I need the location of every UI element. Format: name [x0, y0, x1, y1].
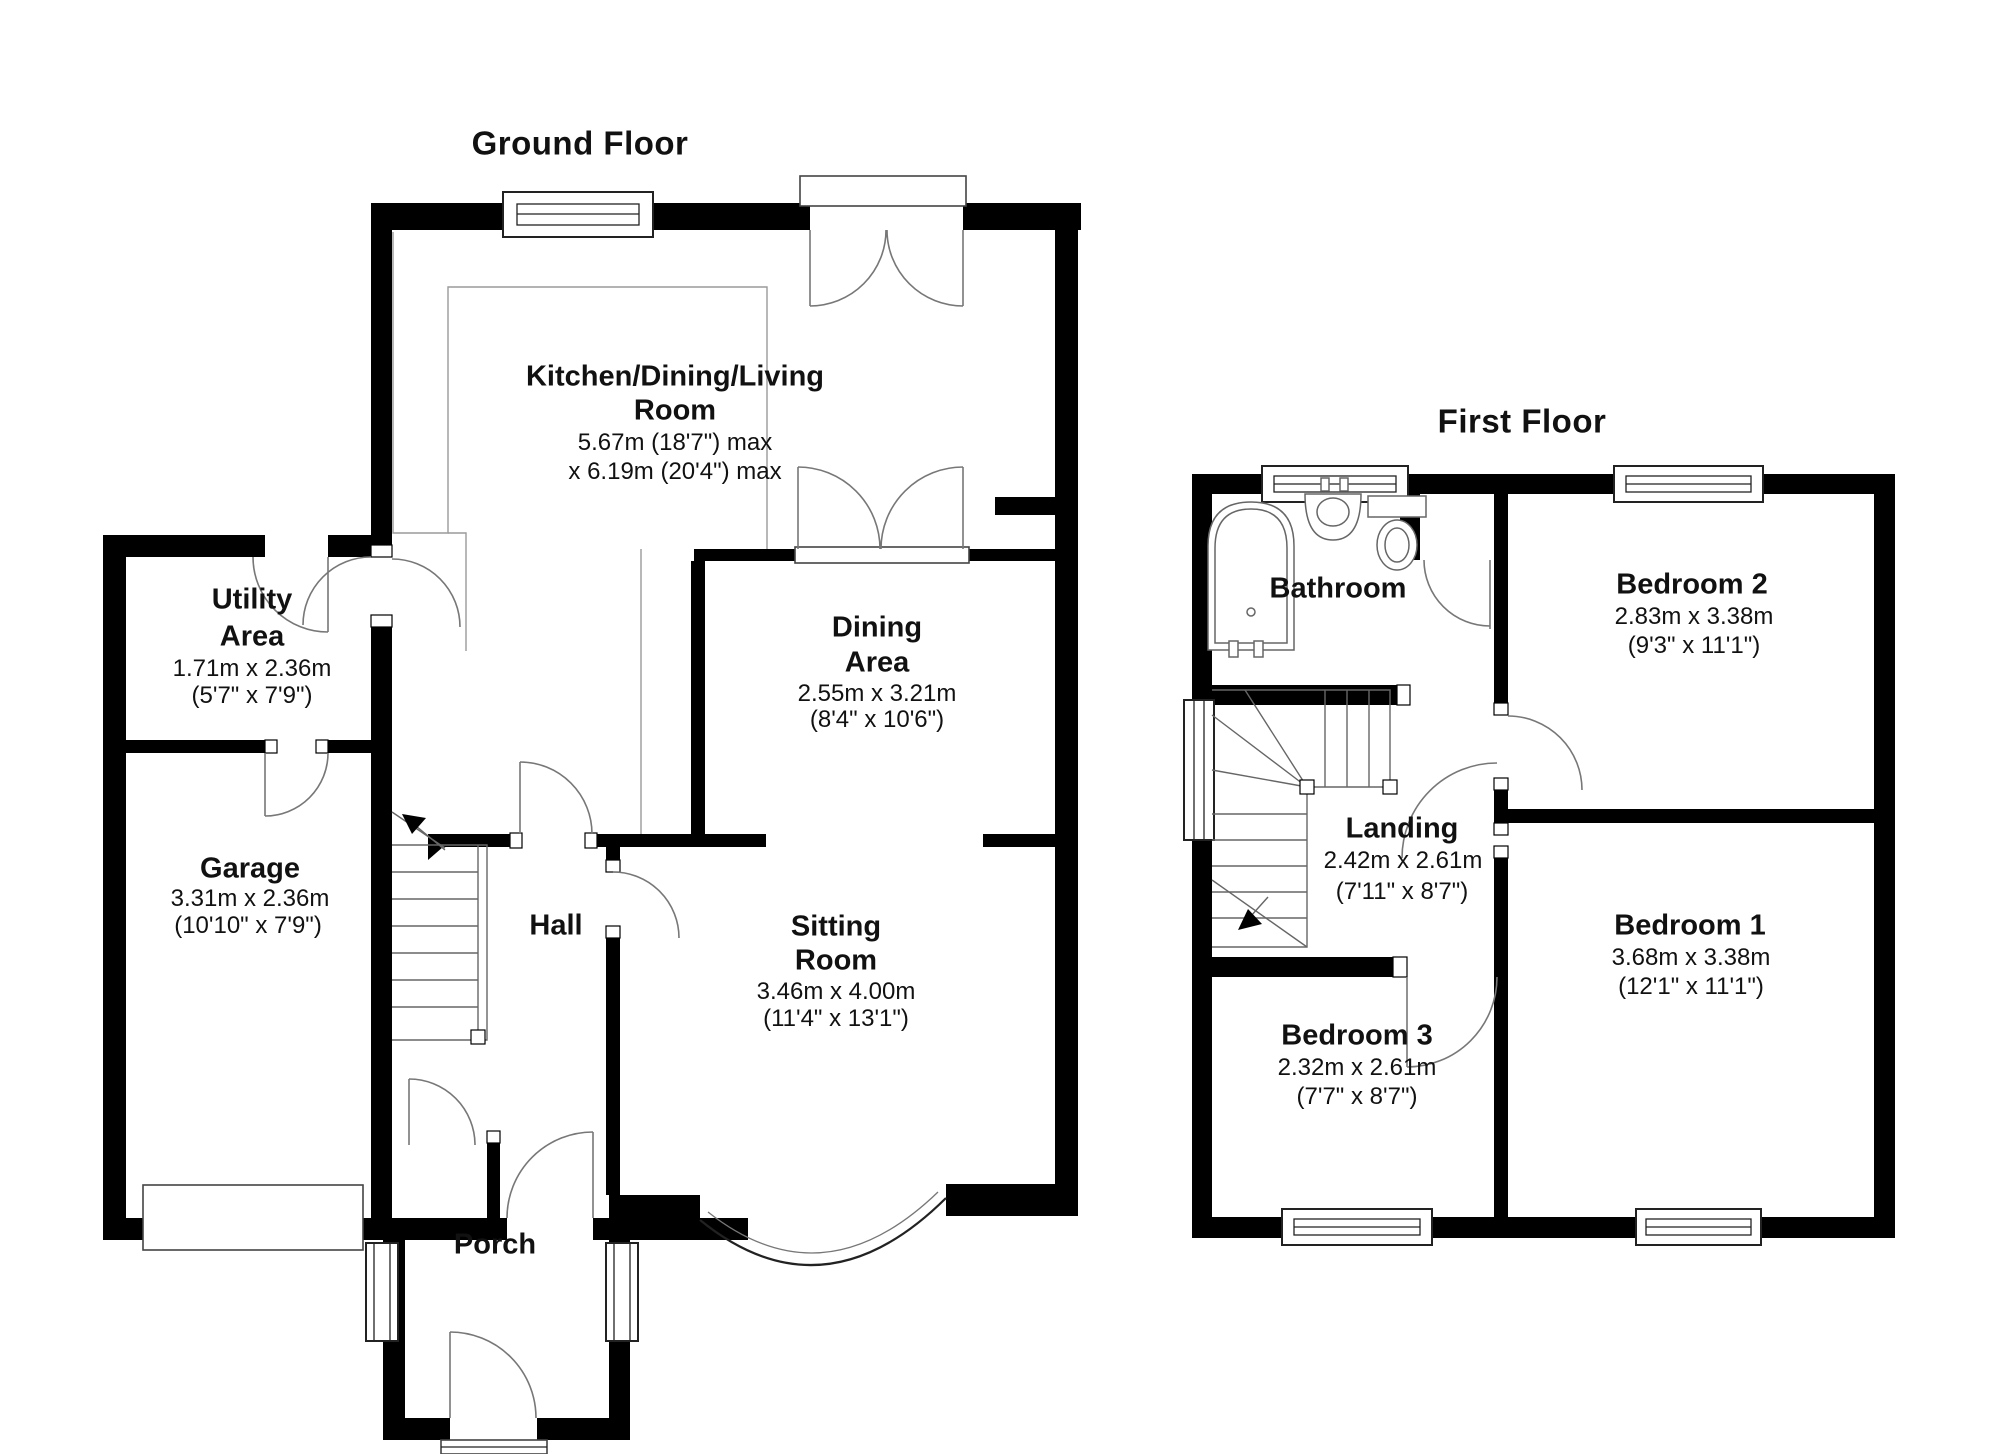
- room-label-kitchen-dining-living-room-1: Room: [633, 394, 717, 427]
- room-label-landing-1: 2.42m x 2.61m: [1323, 847, 1483, 874]
- room-label-utility-area-1: Area: [219, 620, 285, 653]
- room-label-kitchen-dining-living-room-2: 5.67m (18'7") max: [577, 429, 773, 456]
- french-door-frame-top: [799, 175, 967, 207]
- room-label-porch-0: Porch: [453, 1228, 537, 1261]
- room-label-garage-2: (10'10" x 7'9"): [174, 912, 322, 939]
- sink: [1304, 477, 1362, 541]
- front-door-threshold: [440, 1439, 548, 1454]
- room-label-sitting-room-2: 3.46m x 4.00m: [756, 978, 916, 1005]
- ground-floor-windows: [365, 191, 947, 1342]
- room-label-landing-2: (7'11" x 8'7"): [1335, 878, 1469, 905]
- first-floor-stairs: [1211, 689, 1398, 948]
- room-label-utility-area-0: Utility: [211, 583, 293, 616]
- room-label-garage-1: 3.31m x 2.36m: [170, 885, 330, 912]
- ground-floor-title: Ground Floor: [471, 124, 689, 162]
- landing-window: [1183, 699, 1215, 841]
- room-label-dining-area-2: 2.55m x 3.21m: [797, 680, 957, 707]
- room-label-landing-0: Landing: [1345, 812, 1459, 845]
- first-floor-doors: [1401, 559, 1583, 1068]
- garage-door: [142, 1184, 364, 1251]
- room-label-bedroom-2-1: 2.83m x 3.38m: [1614, 603, 1774, 630]
- first-floor-title: First Floor: [1437, 402, 1607, 440]
- room-label-bedroom-3-2: (7'7" x 8'7"): [1296, 1083, 1418, 1110]
- room-label-hall-0: Hall: [529, 909, 583, 942]
- room-label-dining-area-1: Area: [844, 646, 910, 679]
- bedroom3-window: [1281, 1208, 1433, 1246]
- room-label-kitchen-dining-living-room-3: x 6.19m (20'4") max: [568, 458, 782, 485]
- kitchen-boundary-lines: [392, 232, 768, 834]
- bathtub: [1207, 501, 1295, 658]
- room-label-dining-area-0: Dining: [831, 611, 923, 644]
- ground-floor-doors: [252, 175, 970, 1419]
- bedroom2-window: [1613, 465, 1764, 503]
- first-floor-door-jambs: [1392, 684, 1509, 978]
- bedroom1-window: [1635, 1208, 1762, 1246]
- room-label-bedroom-2-0: Bedroom 2: [1616, 568, 1768, 601]
- bathroom-fixtures: [1207, 477, 1427, 658]
- room-label-garage-0: Garage: [200, 852, 300, 885]
- room-label-dining-area-3: (8'4" x 10'6"): [809, 706, 945, 733]
- ground-floor-plan: [103, 175, 1081, 1454]
- kitchen-window: [502, 191, 654, 238]
- room-label-utility-area-3: (5'7" x 7'9"): [191, 682, 313, 709]
- room-label-bedroom-3-1: 2.32m x 2.61m: [1277, 1054, 1437, 1081]
- room-label-bathroom-0: Bathroom: [1269, 572, 1407, 605]
- porch-window-right: [605, 1242, 639, 1342]
- room-label-bedroom-3-0: Bedroom 3: [1281, 1019, 1433, 1052]
- room-label-bedroom-1-1: 3.68m x 3.38m: [1611, 944, 1771, 971]
- first-floor-windows: [1183, 465, 1764, 1246]
- room-label-bedroom-2-2: (9'3" x 11'1"): [1627, 632, 1761, 659]
- first-floor-walls: [1192, 474, 1895, 1238]
- room-label-sitting-room-0: Sitting: [790, 910, 882, 943]
- room-label-kitchen-dining-living-room-0: Kitchen/Dining/Living: [525, 360, 825, 393]
- bay-window: [699, 1191, 947, 1267]
- room-label-bedroom-1-2: (12'1" x 11'1"): [1618, 973, 1764, 1000]
- room-label-sitting-room-3: (11'4" x 13'1"): [763, 1005, 909, 1032]
- toilet: [1367, 495, 1427, 571]
- french-door-frame-dining: [794, 546, 970, 564]
- room-label-bedroom-1-0: Bedroom 1: [1614, 909, 1766, 942]
- first-floor-plan: [1183, 465, 1895, 1246]
- ground-floor-stairs: [391, 811, 488, 1045]
- ground-floor-door-jambs: [264, 544, 621, 1144]
- room-label-sitting-room-1: Room: [794, 944, 878, 977]
- room-label-utility-area-2: 1.71m x 2.36m: [172, 655, 332, 682]
- porch-window-left: [365, 1242, 399, 1342]
